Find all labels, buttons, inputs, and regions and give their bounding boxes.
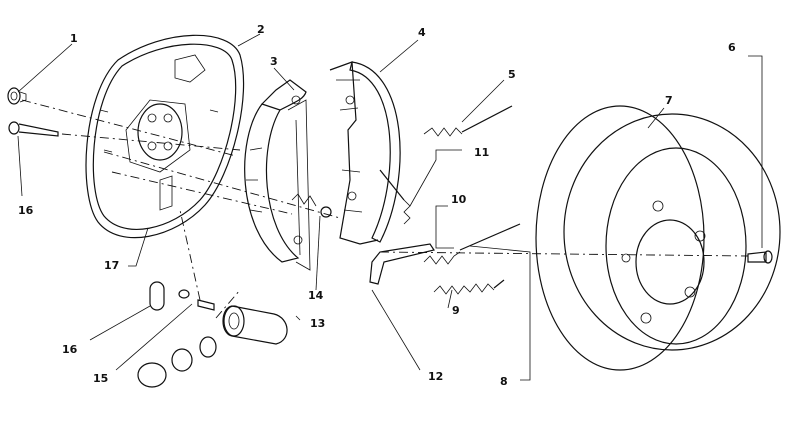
callout-15: 15 bbox=[93, 372, 109, 385]
wheel-cylinder-13 bbox=[222, 305, 288, 345]
backing-plate bbox=[85, 34, 245, 239]
callout-11: 11 bbox=[474, 146, 490, 159]
cap-16 bbox=[178, 289, 190, 299]
bolt-part-16 bbox=[8, 121, 59, 137]
leader-lines bbox=[17, 33, 763, 381]
gasket bbox=[149, 281, 165, 311]
lever-12 bbox=[369, 243, 435, 285]
brake-drum-7 bbox=[535, 105, 781, 371]
spring-10 bbox=[423, 223, 521, 265]
callout-5: 5 bbox=[508, 68, 516, 81]
callout-1: 1 bbox=[70, 32, 78, 45]
callout-13: 13 bbox=[310, 317, 326, 330]
callout-6: 6 bbox=[728, 41, 736, 54]
brake-shoe-3 bbox=[244, 79, 311, 271]
callout-7: 7 bbox=[665, 94, 673, 107]
callout-17: 17 bbox=[104, 259, 120, 272]
spring-11 bbox=[379, 169, 411, 225]
callout-8: 8 bbox=[500, 375, 508, 388]
spring-14 bbox=[291, 193, 332, 218]
stud-part-1 bbox=[7, 87, 27, 105]
callout-12: 12 bbox=[428, 370, 444, 383]
callout-16-lower: 16 bbox=[62, 343, 78, 356]
spring-9 bbox=[433, 279, 505, 295]
screw-6 bbox=[747, 250, 773, 264]
seal-parts bbox=[137, 336, 217, 388]
callout-16-upper: 16 bbox=[18, 204, 34, 217]
brake-shoe-4 bbox=[329, 61, 401, 245]
callout-4: 4 bbox=[418, 26, 426, 39]
callout-3: 3 bbox=[270, 55, 278, 68]
callout-9: 9 bbox=[452, 304, 460, 317]
alignment-lines bbox=[21, 99, 749, 319]
callout-10: 10 bbox=[451, 193, 467, 206]
spring-5 bbox=[423, 105, 513, 137]
callout-14: 14 bbox=[308, 289, 324, 302]
callout-2: 2 bbox=[257, 23, 265, 36]
bleed-screw-15 bbox=[197, 299, 215, 311]
